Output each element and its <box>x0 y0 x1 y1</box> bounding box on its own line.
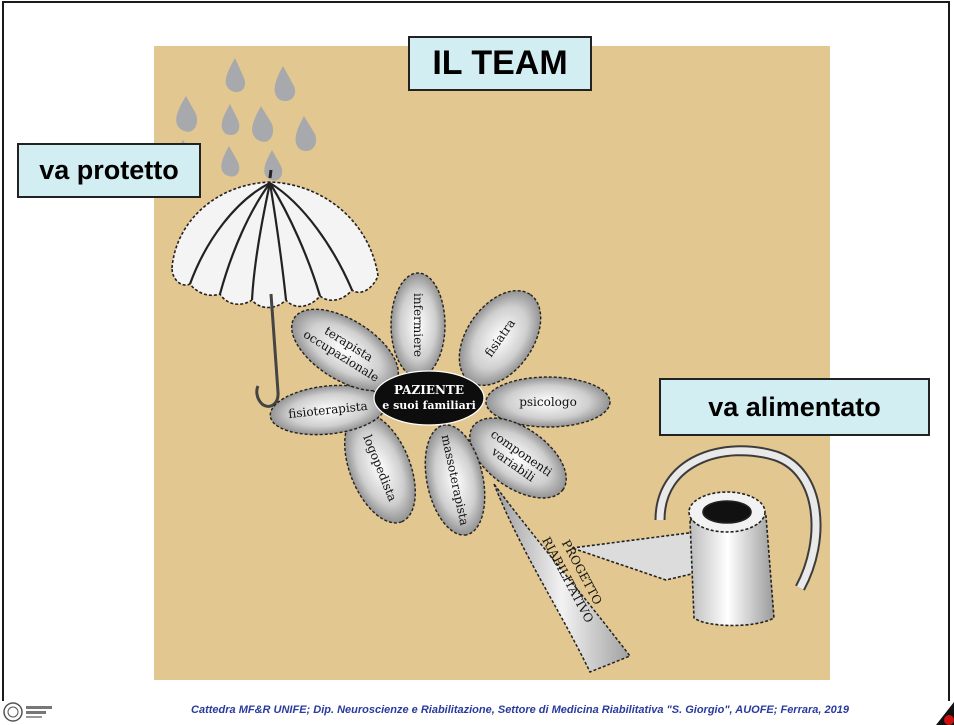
flower-petals: infermiere fisiatra psicologo componenti… <box>269 272 611 536</box>
petal-logopedista: logopedista <box>344 412 416 524</box>
umbrella-canopy <box>171 181 379 309</box>
raindrop <box>221 104 240 136</box>
flower-center: PAZIENTE e suoi familiari <box>373 370 485 426</box>
callout-fed: va alimentato <box>659 378 930 436</box>
petal-label-psicologo: psicologo <box>519 395 577 409</box>
petal-label-infermiere: infermiere <box>411 293 425 357</box>
petal-psicologo: psicologo <box>485 376 611 428</box>
watering-can-spout <box>571 531 701 581</box>
slide-frame <box>2 1 950 701</box>
page-title: IL TEAM <box>408 36 592 91</box>
raindrop <box>274 66 296 102</box>
raindrop <box>295 116 317 152</box>
footer-credits: Cattedra MF&R UNIFE; Dip. Neuroscienze e… <box>191 704 849 716</box>
raindrop <box>264 150 283 181</box>
petal-infermiere: infermiere <box>390 272 446 378</box>
callout-protected: va protetto <box>17 143 201 198</box>
flower-center-line1: PAZIENTE <box>394 383 464 397</box>
petal-massoterapista: massoterapista <box>424 424 486 536</box>
watering-can <box>571 445 822 627</box>
umbrella <box>171 169 379 408</box>
petal-fisiatra: fisiatra <box>458 289 542 387</box>
umbrella-ribs <box>188 182 354 301</box>
flower-center-line2: e suoi familiari <box>382 399 476 412</box>
flower-stem <box>493 483 632 673</box>
raindrop <box>221 146 240 177</box>
watering-can-body <box>689 515 775 627</box>
corner-logo <box>936 702 954 725</box>
raindrop <box>225 58 246 93</box>
petal-fisioterapista: fisioterapista <box>269 384 387 436</box>
raindrop <box>176 96 198 132</box>
university-logo <box>3 702 52 722</box>
umbrella-shaft <box>255 293 280 408</box>
raindrop <box>252 106 274 142</box>
